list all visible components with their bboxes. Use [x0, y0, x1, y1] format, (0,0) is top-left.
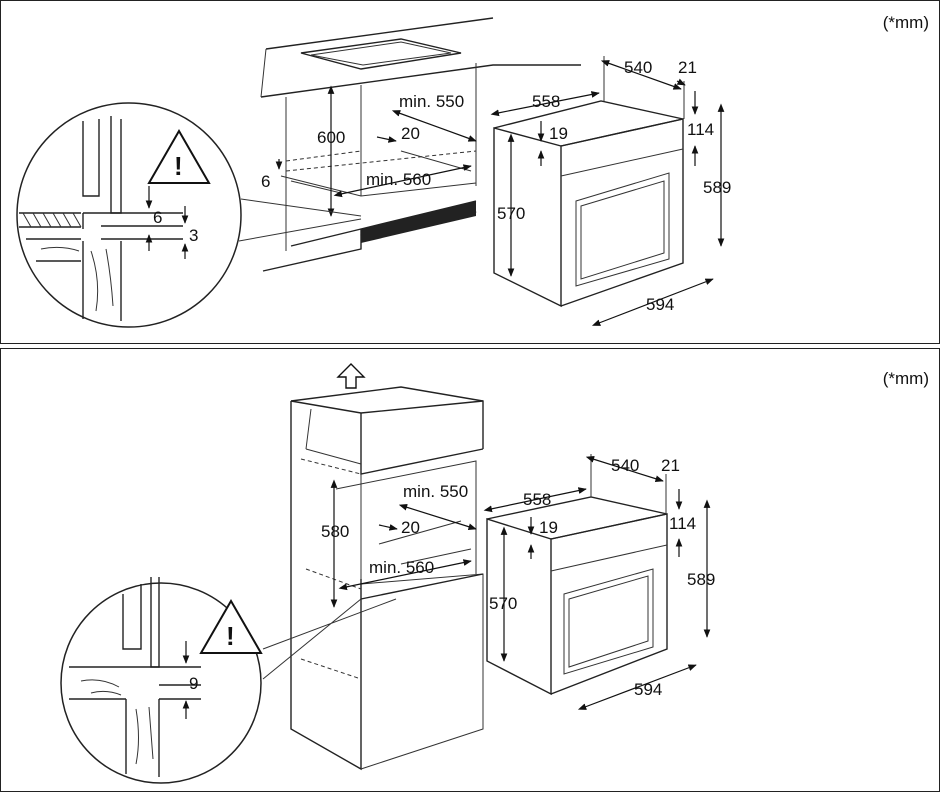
warning-triangle-icon: ! — [147, 128, 211, 184]
dim-558-line — [483, 487, 587, 513]
detail-magnifier — [60, 577, 262, 784]
dim-560-line — [338, 559, 472, 591]
dim-540-line — [600, 60, 682, 90]
dim-6-detail: 6 — [153, 208, 162, 227]
unit-note: (*mm) — [882, 369, 929, 388]
dim-20-arrow — [376, 136, 397, 143]
dim-594: 594 — [646, 295, 674, 314]
warning-triangle-icon: ! — [199, 598, 263, 654]
dim-558: 558 — [523, 490, 551, 509]
dim-20: 20 — [401, 124, 420, 143]
dim-570: 570 — [497, 204, 525, 223]
dim-589: 589 — [687, 570, 715, 589]
dim-540-line — [585, 456, 664, 482]
dim-9-detail: 9 — [189, 674, 198, 693]
dim-540: 540 — [611, 456, 639, 475]
dim-min560: min. 560 — [369, 558, 434, 577]
dim-558: 558 — [532, 92, 560, 111]
dim-560-line — [333, 164, 472, 198]
dim-558-line — [490, 91, 600, 117]
dim-594: 594 — [634, 680, 662, 699]
dim-540: 540 — [624, 58, 652, 77]
dim-19: 19 — [549, 124, 568, 143]
dim-min550: min. 550 — [403, 482, 468, 501]
dim-594-line — [577, 664, 697, 710]
dim-580: 580 — [321, 522, 349, 541]
dim-min550: min. 550 — [399, 92, 464, 111]
dim-min560: min. 560 — [366, 170, 431, 189]
dim-550-line — [391, 110, 477, 142]
top-diagram: 600 min. 550 20 min. 560 6 540 21 558 19 — [16, 17, 731, 328]
dim-6-cabinet: 6 — [261, 172, 270, 191]
dim-19: 19 — [539, 518, 558, 537]
dim-114: 114 — [687, 120, 714, 139]
bottom-installation-panel: (*mm) .bdim { stroke: #111; stroke-width… — [0, 348, 940, 792]
dim-20: 20 — [401, 518, 420, 537]
unit-note: (*mm) — [882, 13, 929, 32]
up-arrow-icon — [336, 363, 366, 389]
dim-3-detail: 3 — [189, 226, 198, 245]
top-installation-panel: (*mm) 600 — [0, 0, 940, 344]
detail-magnifier — [16, 102, 242, 328]
dim-21: 21 — [661, 456, 680, 475]
cabinet — [262, 63, 477, 272]
dim-594-line — [591, 278, 714, 326]
dim-114: 114 — [669, 514, 696, 533]
dim-600: 600 — [317, 128, 345, 147]
svg-text:!: ! — [174, 151, 183, 181]
bottom-diagram: .bdim { stroke: #111; stroke-width: 1.2;… — [60, 363, 715, 784]
dim-570: 570 — [489, 594, 517, 613]
dim-550-line — [398, 504, 477, 530]
dim-589: 589 — [703, 178, 731, 197]
dim-21: 21 — [678, 58, 697, 77]
svg-text:!: ! — [226, 621, 235, 651]
worktop — [260, 17, 581, 98]
